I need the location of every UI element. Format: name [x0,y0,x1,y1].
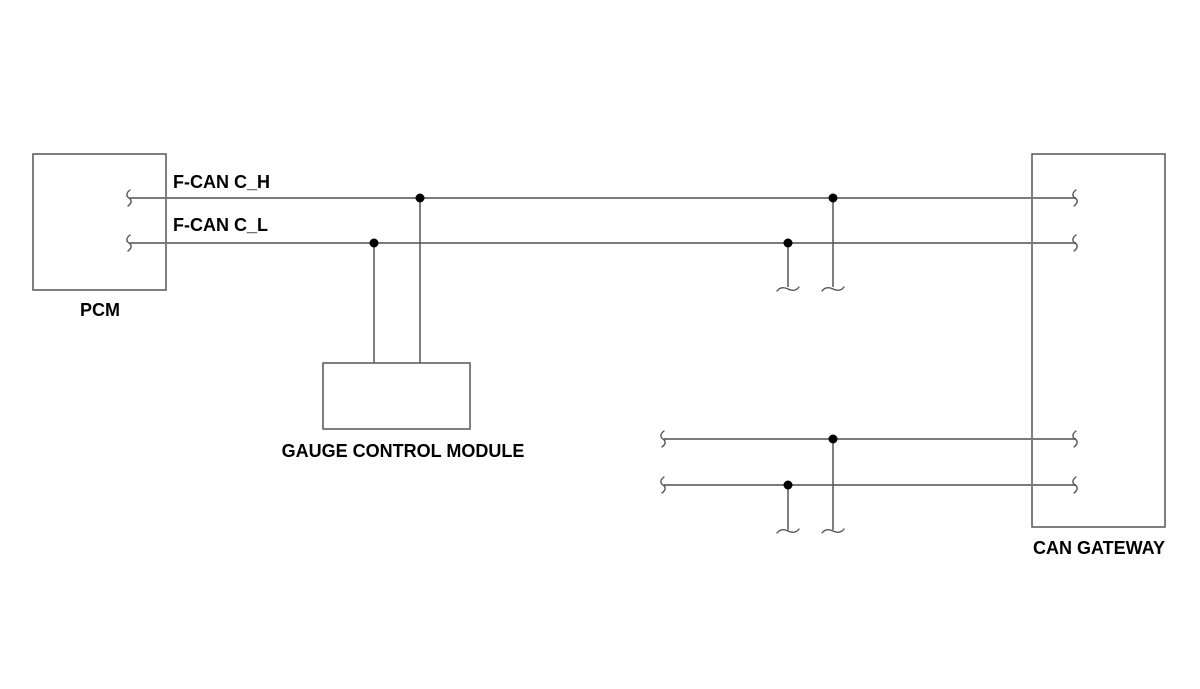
can-gateway-box [1031,153,1166,528]
wire-break-lower-left-low [660,476,666,494]
splice-node-lower-high [828,434,838,444]
can-gateway-label: CAN GATEWAY [1033,538,1165,558]
connector-break-gateway-lower-high [1072,430,1078,448]
wire-break-lower-left-high [660,430,666,448]
pcm-box [32,153,167,291]
connector-break-gateway-low [1072,234,1078,252]
splice-node-gauge-high [415,193,425,203]
pcm-label: PCM [80,300,120,320]
splice-node-upper-low [783,238,793,248]
f-can-high-label: F-CAN C_H [173,172,270,192]
connector-break-gateway-lower-low [1072,476,1078,494]
splice-node-gauge-low [369,238,379,248]
f-can-low-label: F-CAN C_L [173,215,268,235]
gauge-control-module-box [322,362,471,430]
stub-break-upper-low [776,286,800,292]
splice-node-upper-high [828,193,838,203]
stub-break-lower-high [821,528,845,534]
stub-break-upper-high [821,286,845,292]
connector-break-pcm-high [126,189,132,207]
connector-break-gateway-high [1072,189,1078,207]
stub-break-lower-low [776,528,800,534]
splice-node-lower-low [783,480,793,490]
connector-break-pcm-low [126,234,132,252]
gauge-control-module-label: GAUGE CONTROL MODULE [282,441,525,461]
